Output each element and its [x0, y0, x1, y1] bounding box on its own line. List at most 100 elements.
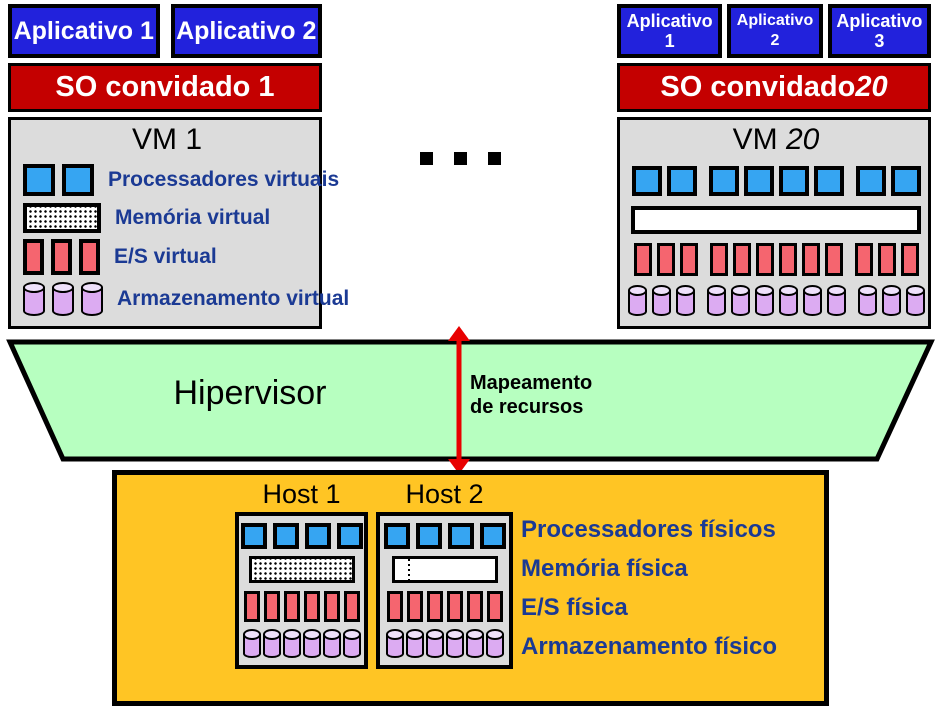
- io-icon-group: [23, 239, 100, 276]
- io-icon: [386, 590, 403, 622]
- cpu-icon-group: [631, 166, 697, 197]
- app-box-3: Aplicativo 3: [827, 4, 931, 58]
- cpu-icon: [479, 523, 506, 550]
- app-label-line2: 3: [874, 31, 885, 51]
- io-icons: [633, 242, 919, 276]
- cpu-icon: [855, 166, 886, 197]
- cpu-icon: [447, 523, 474, 550]
- app-label: Aplicativo 1: [13, 16, 154, 45]
- app-label-line1: Aplicativo: [836, 11, 923, 31]
- io-icon: [243, 590, 260, 622]
- io-icon: [23, 239, 44, 276]
- disk-icon: [754, 285, 774, 316]
- memory-icon: [391, 556, 498, 584]
- vm1-apps-row: Aplicativo 1 Aplicativo 2: [8, 4, 322, 58]
- physical-hosts-panel: Host 1 Host 2 Processadores físicos Memó…: [112, 470, 829, 706]
- cpu-icon-group: [708, 166, 844, 197]
- memory-icon: [631, 205, 921, 234]
- disk-icon: [881, 285, 901, 316]
- disk-icon: [81, 282, 103, 316]
- cpu-icon: [62, 163, 94, 196]
- io-icon: [343, 590, 360, 622]
- disk-icons: [23, 282, 103, 316]
- io-icon: [303, 590, 320, 622]
- io-icons: [243, 590, 360, 622]
- guest-os-label: SO convidado 1: [55, 71, 275, 103]
- io-icon: [854, 242, 873, 276]
- cpu-icon: [336, 523, 363, 550]
- disk-icon: [485, 628, 504, 658]
- cpu-icon: [890, 166, 921, 197]
- io-icon-group: [854, 242, 919, 276]
- host1-box: [235, 512, 368, 669]
- guest-os-bar-1: SO convidado 1: [8, 63, 322, 112]
- virtual-cpu-row: Processadores virtuais: [23, 163, 339, 196]
- cpu-icon: [383, 523, 410, 550]
- cpu-icon: [23, 163, 55, 196]
- disk-icon: [52, 282, 74, 316]
- disk-icon: [802, 285, 822, 316]
- cpu-icon: [240, 523, 267, 550]
- io-icon: [709, 242, 728, 276]
- app-box-1: Aplicativo 1: [617, 4, 723, 58]
- io-icon: [426, 590, 443, 622]
- io-icon: [778, 242, 797, 276]
- virtual-storage-row: [627, 285, 925, 316]
- cpu-icons: [383, 523, 506, 550]
- cpu-icon: [666, 166, 697, 197]
- app-box-2: Aplicativo 2: [727, 4, 823, 58]
- disk-icon: [385, 628, 404, 658]
- disk-icons: [627, 285, 925, 316]
- io-icon-group: [709, 242, 843, 276]
- vm1-panel: VM 1 Processadores virtuais Memória virt…: [8, 117, 349, 329]
- cpu-icon-group: [240, 523, 363, 550]
- io-icons: [23, 239, 100, 276]
- io-icon: [900, 242, 919, 276]
- io-icons: [386, 590, 503, 622]
- host2-title: Host 2: [405, 479, 484, 509]
- io-icon: [732, 242, 751, 276]
- virtual-cpu-label: Processadores virtuais: [108, 167, 340, 191]
- physical-storage-label: Armazenamento físico: [521, 633, 778, 660]
- disk-icon: [342, 628, 361, 658]
- disk-icon: [405, 628, 424, 658]
- app-label-line2: 1: [664, 31, 675, 51]
- cpu-icon: [631, 166, 662, 197]
- io-icon: [79, 239, 100, 276]
- mapping-label-line2: de recursos: [470, 396, 584, 418]
- virtual-memory-label: Memória virtual: [115, 205, 271, 229]
- vm20-stack: Aplicativo 1 Aplicativo 2 Aplicativo 3 S…: [617, 4, 931, 329]
- disk-icon-group: [706, 285, 846, 316]
- app-box-2: Aplicativo 2: [170, 4, 322, 58]
- host1-title: Host 1: [262, 479, 341, 509]
- disk-icon-group: [857, 285, 925, 316]
- hypervisor-trapezoid: [6, 339, 935, 462]
- hypervisor-label: Hipervisor: [173, 374, 327, 412]
- disk-icon: [282, 628, 301, 658]
- io-icon: [51, 239, 72, 276]
- mapping-label: Mapeamento de recursos: [470, 371, 592, 419]
- vm20-panel: VM 20: [617, 117, 931, 329]
- cpu-icons: [240, 523, 363, 550]
- cpu-icon-group: [855, 166, 921, 197]
- io-icon: [656, 242, 675, 276]
- disk-icon: [242, 628, 261, 658]
- dot-icon-group: [454, 152, 467, 165]
- disk-icons: [242, 628, 361, 658]
- cpu-icon: [743, 166, 774, 197]
- io-icon-group: [386, 590, 503, 622]
- vm20-title: VM 20: [632, 123, 920, 157]
- memory-icon: [23, 202, 101, 233]
- io-icon: [801, 242, 820, 276]
- disk-icon: [302, 628, 321, 658]
- physical-cpu-label: Processadores físicos: [521, 516, 776, 543]
- cpu-icon-group: [383, 523, 506, 550]
- mapping-arrow-icon: [448, 326, 470, 474]
- io-icon: [283, 590, 300, 622]
- memory-icon: [248, 556, 355, 584]
- app-label-line2: 2: [770, 32, 780, 49]
- cpu-icons: [631, 166, 921, 197]
- disk-icon: [706, 285, 726, 316]
- mapping-label-line1: Mapeamento: [470, 372, 593, 394]
- dot-icon: [454, 152, 467, 165]
